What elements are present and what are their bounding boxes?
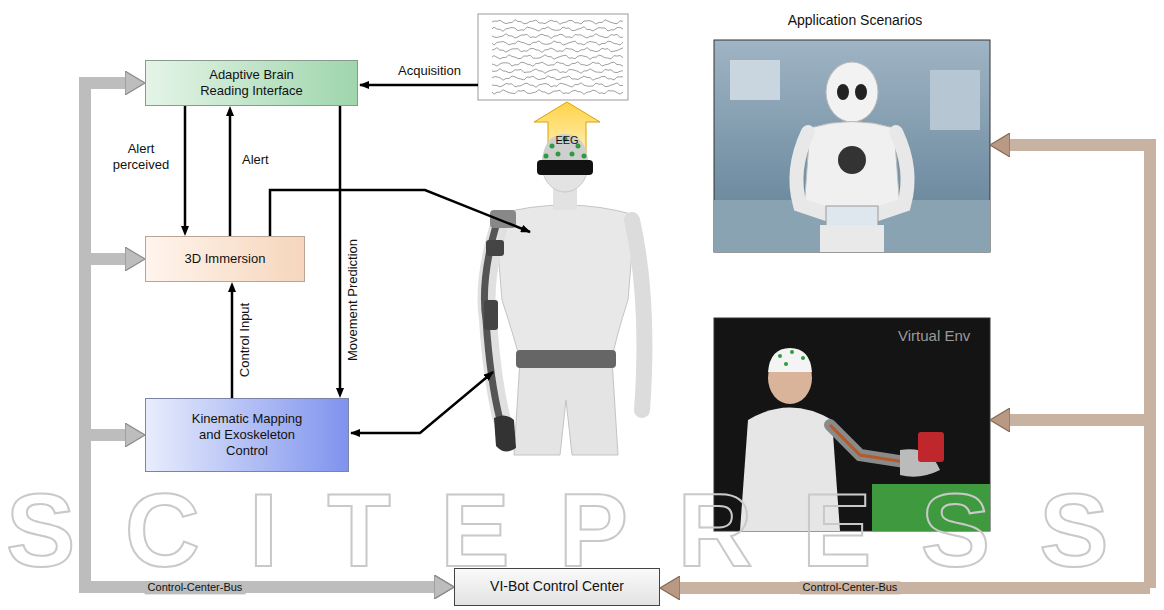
- eeg-plot: [478, 14, 628, 100]
- eeg-trace: [492, 90, 623, 95]
- eeg-arrow: [534, 102, 600, 162]
- arrow-connector: [184, 106, 187, 226]
- edge-label: Alert: [242, 152, 269, 168]
- eeg-trace: [492, 34, 623, 39]
- edge-label: Movement Prediction: [345, 239, 361, 361]
- bus-connector: [85, 83, 434, 587]
- exoskeleton-link: [351, 372, 493, 433]
- virtual-env-photo: [714, 318, 990, 531]
- text-label: Acquisition: [398, 63, 461, 79]
- robot-photo: [714, 40, 990, 252]
- eeg-trace: [492, 41, 623, 45]
- eeg-trace: [492, 27, 623, 32]
- bus-connector: [85, 259, 434, 587]
- process-box: VI-Bot Control Center: [454, 568, 660, 606]
- display-link: [270, 190, 530, 236]
- arrow-connector: [229, 116, 232, 236]
- edge-label: Control-Center-Bus: [145, 581, 246, 594]
- eeg-trace: [492, 76, 623, 81]
- process-box: Adaptive Brain Reading Interface: [145, 60, 358, 106]
- box-label: 3D Immersion: [185, 251, 266, 267]
- eeg-trace: [492, 62, 623, 66]
- text-label: Virtual Env: [898, 327, 970, 345]
- eeg-trace: [492, 83, 623, 88]
- eeg-trace: [492, 55, 623, 60]
- eeg-trace: [492, 69, 623, 74]
- box-label: VI-Bot Control Center: [490, 578, 624, 596]
- edge-label: Alert perceived: [104, 141, 178, 172]
- box-label: Adaptive Brain Reading Interface: [187, 67, 317, 100]
- watermark: SCITEPRESS: [6, 478, 1158, 582]
- eeg-trace: [492, 20, 623, 25]
- acquisition-arrow: [360, 84, 478, 87]
- text-label: Control-Center-Bus: [800, 581, 901, 594]
- box-label: Kinematic Mapping and Exoskeleton Contro…: [182, 411, 312, 460]
- text-label: EEG: [555, 134, 578, 147]
- edge-label: Control Input: [237, 303, 253, 377]
- text-label: Application Scenarios: [788, 12, 923, 29]
- human-figure: [484, 134, 644, 455]
- arrow-connector: [339, 106, 342, 388]
- process-box: 3D Immersion: [145, 236, 305, 282]
- eeg-trace: [492, 48, 623, 53]
- arrow-connector: [231, 292, 234, 398]
- process-box: Kinematic Mapping and Exoskeleton Contro…: [145, 398, 349, 472]
- brown-bus: [680, 145, 1150, 588]
